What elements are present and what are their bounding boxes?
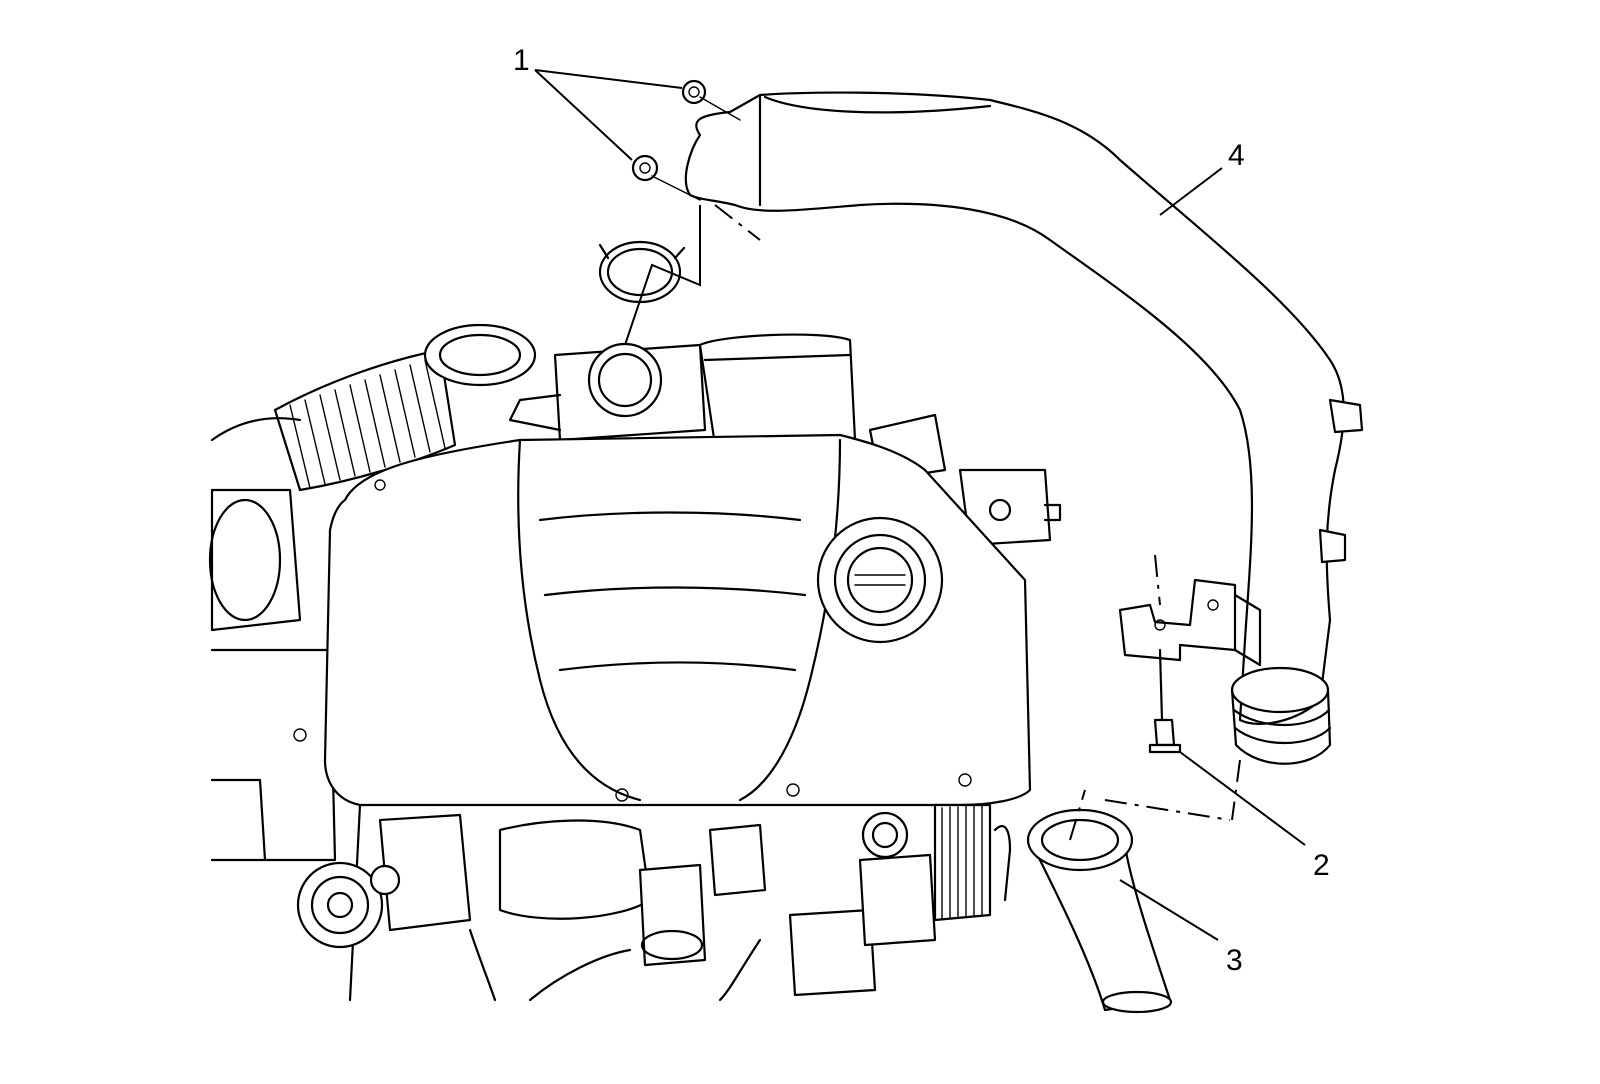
callout-label-4: 4 — [1228, 139, 1245, 172]
nut-part-1-upper — [681, 79, 707, 105]
callout-label-3: 3 — [1226, 944, 1243, 977]
bolt-part-2 — [1148, 718, 1182, 754]
callout-leaders — [534, 69, 1306, 941]
duct-bracket — [1118, 578, 1262, 667]
hose-part-3 — [1026, 808, 1173, 1014]
engine-assembly — [208, 323, 1062, 1002]
air-duct-part-4 — [684, 91, 1364, 765]
callout-label-2: 2 — [1313, 849, 1330, 882]
nut-part-1-lower — [631, 154, 659, 182]
callout-label-1: 1 — [513, 44, 530, 77]
